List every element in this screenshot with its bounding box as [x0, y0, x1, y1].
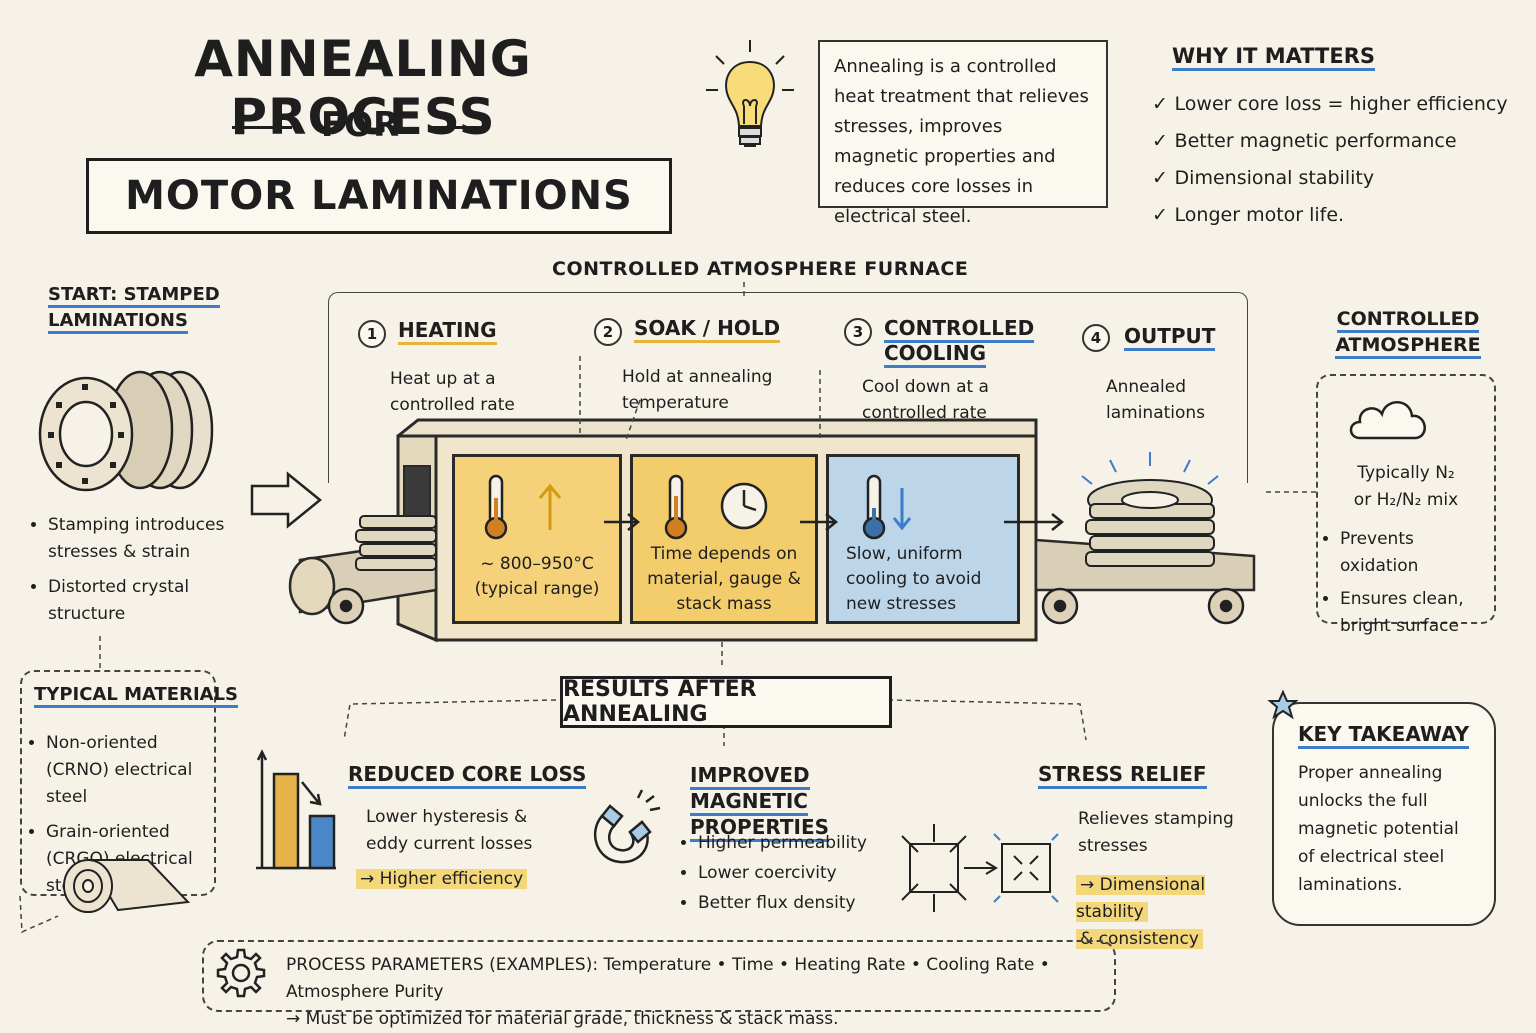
input-stack: [355, 515, 437, 571]
magnetic-bullet: Lower coercivity: [698, 858, 870, 888]
page-subtitle: MOTOR LAMINATIONS: [125, 173, 633, 219]
soak-zone-text: Time depends on material, gauge & stack …: [647, 544, 801, 614]
params-label: PROCESS PARAMETERS (EXAMPLES):: [286, 955, 599, 975]
results-banner: RESULTS AFTER ANNEALING: [560, 676, 892, 728]
stress-relief-icon: [901, 824, 1059, 912]
start-bullet: Distorted crystal structure: [48, 574, 230, 628]
magnet-icon: [593, 789, 661, 864]
cloud-icon: [1349, 401, 1426, 440]
stress-highlight: → Dimensional stability & consistency: [1076, 872, 1262, 953]
core-loss-highlight-text: → Higher efficiency: [356, 869, 528, 889]
step-title-heating: HEATING: [398, 318, 497, 345]
magnetic-title-text: IMPROVED MAGNETIC PROPERTIES: [690, 763, 830, 842]
conveyor-wheels: [327, 587, 1245, 625]
title-rule-right: [428, 126, 488, 129]
atmosphere-title: CONTROLLED ATMOSPHERE: [1328, 306, 1488, 359]
step-desc-output: Annealed laminations: [1106, 377, 1206, 423]
step-desc-heating: Heat up at a controlled rate: [390, 369, 515, 415]
params-line2: → Must be optimized for material grade, …: [286, 1009, 839, 1029]
core-loss-title: REDUCED CORE LOSS: [348, 762, 587, 789]
intro-text: Annealing is a controlled heat treatment…: [834, 56, 1089, 227]
step-title-output: OUTPUT: [1124, 324, 1216, 351]
start-title: START: STAMPED LAMINATIONS: [48, 282, 228, 334]
input-arrow-icon: [250, 471, 322, 529]
stress-title-text: STRESS RELIEF: [1038, 762, 1207, 789]
intro-box: Annealing is a controlled heat treatment…: [818, 40, 1108, 227]
atmosphere-bullet: Ensures clean, bright surface: [1340, 586, 1492, 640]
step-title-cooling: CONTROLLED COOLING: [884, 316, 1035, 368]
step-title-cooling-text: CONTROLLED COOLING: [884, 316, 1035, 368]
materials-title: TYPICAL MATERIALS: [34, 684, 239, 708]
why-item: Better magnetic performance: [1152, 123, 1508, 160]
cooling-zone-text: Slow, uniform cooling to avoid new stres…: [846, 544, 982, 614]
params-items: Temperature • Time • Heating Rate • Cool…: [286, 955, 1050, 1002]
key-takeaway-box: KEY TAKEAWAY Proper annealing unlocks th…: [1272, 702, 1496, 926]
atmosphere-box: [1316, 374, 1496, 624]
why-title: WHY IT MATTERS: [1172, 44, 1375, 71]
start-title-text: START: STAMPED LAMINATIONS: [48, 284, 220, 334]
core-loss-highlight: → Higher efficiency: [356, 866, 528, 893]
magnetic-title: IMPROVED MAGNETIC PROPERTIES: [690, 762, 890, 842]
soak-zone: [630, 454, 818, 624]
start-bullets: Stamping introduces stresses & strain Di…: [30, 512, 230, 628]
why-item: Longer motor life.: [1152, 197, 1508, 234]
heating-zone-text: ~ 800–950°C (typical range): [474, 554, 600, 599]
page-title-for: FOR: [320, 105, 400, 145]
start-bullet: Stamping introduces stresses & strain: [48, 512, 230, 566]
step-number: 3: [844, 318, 872, 346]
gear-icon: [216, 948, 266, 998]
results-banner-text: RESULTS AFTER ANNEALING: [563, 677, 757, 727]
step-desc-soak: Hold at annealing temperature: [622, 367, 773, 413]
step-number: 2: [594, 318, 622, 346]
stress-desc: Relieves stamping stresses: [1078, 809, 1234, 856]
stress-highlight-line1: → Dimensional stability: [1076, 875, 1206, 922]
step-desc-cooling: Cool down at a controlled rate: [862, 377, 989, 423]
furnace-label: CONTROLLED ATMOSPHERE FURNACE: [552, 258, 969, 280]
magnetic-bullet: Higher permeability: [698, 828, 870, 858]
params-line1: PROCESS PARAMETERS (EXAMPLES): Temperatu…: [286, 952, 1100, 1006]
lightbulb-icon: [706, 40, 794, 147]
clock-icon: [664, 474, 768, 540]
page-title: ANNEALING PROCESS: [194, 30, 532, 146]
materials-bullet: Non-oriented (CRNO) electrical steel: [46, 730, 212, 811]
furnace-bracket: [328, 292, 1248, 483]
magnetic-bullet: Better flux density: [698, 888, 870, 918]
why-list: Lower core loss = higher efficiency Bett…: [1152, 86, 1508, 234]
atmosphere-gas-line1: Typically N₂: [1357, 463, 1455, 483]
magnetic-bullets: Higher permeability Lower coercivity Bet…: [680, 828, 870, 918]
heating-zone: [452, 454, 622, 624]
step-title-soak: SOAK / HOLD: [634, 316, 781, 343]
atmosphere-gas-line2: or H₂/N₂ mix: [1353, 490, 1459, 510]
key-takeaway-text: Proper annealing unlocks the full magnet…: [1298, 763, 1459, 895]
atmosphere-bullet: Prevents oxidation: [1340, 526, 1492, 580]
thermometer-icon: [484, 474, 562, 540]
bar-chart-icon: [256, 749, 336, 870]
step-number: 4: [1082, 324, 1110, 352]
lamination-roll-icon: [63, 859, 191, 913]
atmosphere-bullets: Prevents oxidation Ensures clean, bright…: [1322, 526, 1492, 640]
stress-title: STRESS RELIEF: [1038, 762, 1207, 789]
core-loss-desc: Lower hysteresis & eddy current losses: [366, 807, 533, 854]
core-loss-title-text: REDUCED CORE LOSS: [348, 762, 587, 789]
star-icon: [1267, 689, 1299, 720]
why-item: Lower core loss = higher efficiency: [1152, 86, 1508, 123]
key-takeaway-title: KEY TAKEAWAY: [1298, 722, 1470, 749]
title-rule-left: [232, 126, 292, 129]
atmosphere-gas: Typically N₂ or H₂/N₂ mix: [1326, 460, 1486, 514]
cooling-thermometer-icon: [862, 474, 912, 540]
cooling-zone: [826, 454, 1020, 624]
stamped-laminations-icon: [38, 370, 214, 492]
title-banner: MOTOR LAMINATIONS: [86, 158, 672, 234]
process-parameters-box: PROCESS PARAMETERS (EXAMPLES): Temperatu…: [202, 940, 1116, 1029]
step-number: 1: [358, 320, 386, 348]
atmosphere-title-text: CONTROLLED ATMOSPHERE: [1335, 308, 1481, 359]
why-item: Dimensional stability: [1152, 160, 1508, 197]
output-stack: [1085, 479, 1215, 567]
